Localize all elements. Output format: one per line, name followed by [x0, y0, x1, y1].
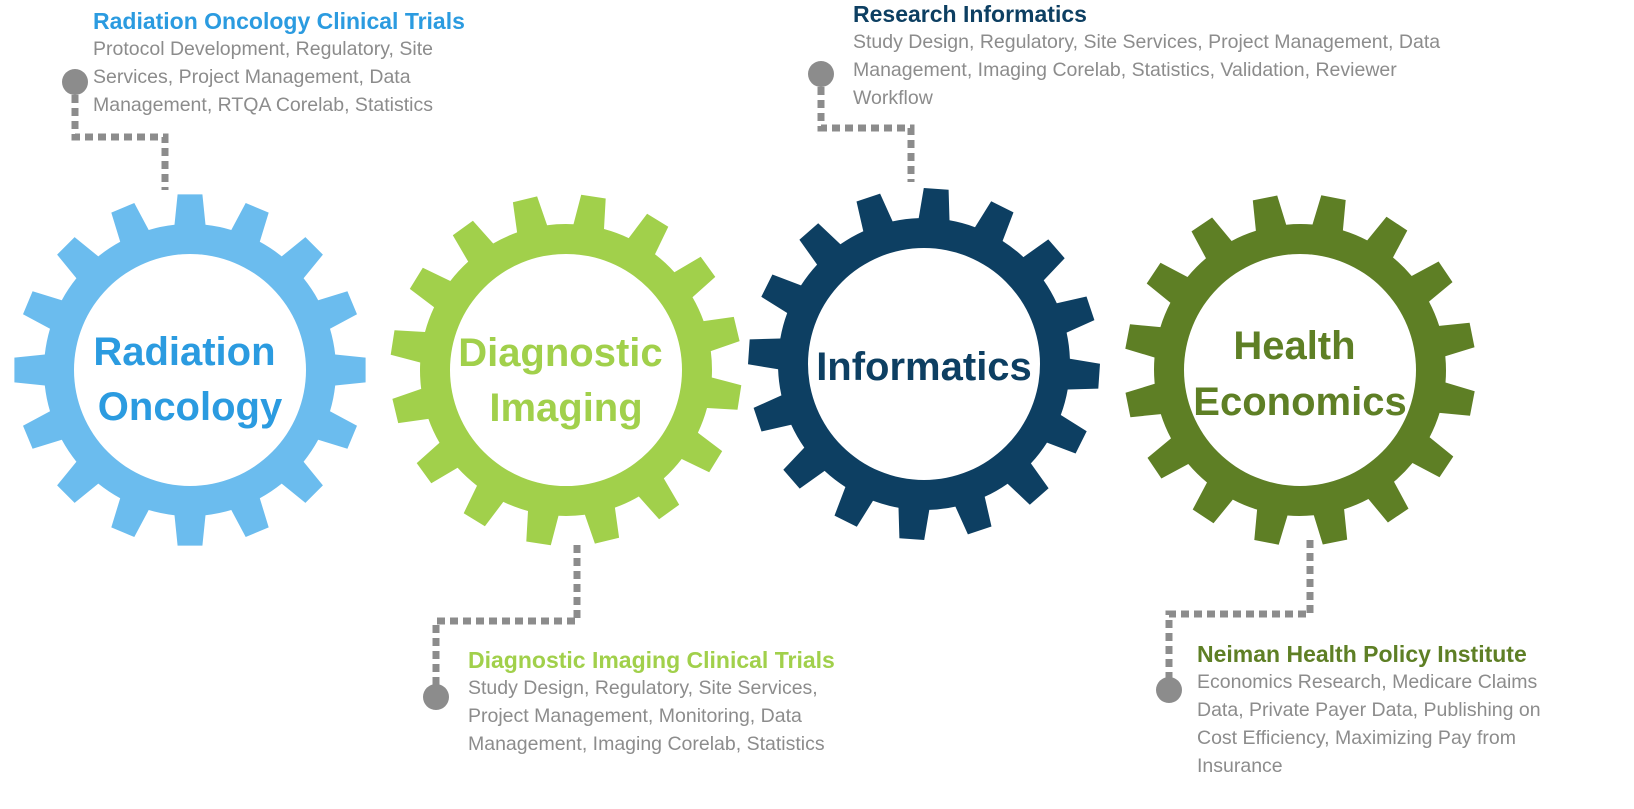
connector-dot-informatics	[808, 61, 834, 87]
gear-radiation-shape	[14, 194, 366, 546]
connector-diagnostic	[423, 545, 581, 710]
connector-dot-diagnostic	[423, 684, 449, 710]
callout-diagnostic-body: Study Design, Regulatory, Site Services,…	[468, 677, 825, 755]
callout-informatics-body: Study Design, Regulatory, Site Services,…	[853, 31, 1441, 109]
callout-informatics-title: Research Informatics	[853, 1, 1087, 27]
gear-economics: Health Economics	[1125, 195, 1475, 545]
callout-radiation-title: Radiation Oncology Clinical Trials	[93, 8, 465, 34]
callout-radiation: Radiation Oncology Clinical Trials Proto…	[93, 7, 478, 119]
connector-dot-radiation	[62, 69, 88, 95]
callout-economics-title: Neiman Health Policy Institute	[1197, 641, 1527, 667]
gear-diagnostic: Diagnostic Imaging	[390, 194, 742, 546]
connector-economics	[1156, 540, 1314, 703]
connector-radiation	[62, 69, 169, 190]
gear-informatics-label: Informatics	[816, 345, 1032, 389]
gear-diagnostic-label: Diagnostic Imaging	[458, 331, 674, 430]
gear-economics-shape	[1125, 195, 1475, 545]
callout-radiation-body: Protocol Development, Regulatory, Site S…	[93, 38, 433, 116]
gear-economics-label: Health Economics	[1193, 324, 1406, 424]
gear-informatics: Informatics	[748, 188, 1100, 540]
connector-informatics	[808, 61, 915, 182]
callout-diagnostic-title: Diagnostic Imaging Clinical Trials	[468, 647, 835, 673]
gear-radiation: Radiation Oncology	[14, 194, 366, 546]
gear-radiation-label: Radiation Oncology	[93, 330, 286, 429]
callout-economics-body: Economics Research, Medicare Claims Data…	[1197, 671, 1541, 777]
gear-diagnostic-shape	[390, 194, 742, 546]
callout-diagnostic: Diagnostic Imaging Clinical Trials Study…	[468, 646, 868, 758]
connector-dot-economics	[1156, 677, 1182, 703]
callout-economics: Neiman Health Policy Institute Economics…	[1197, 640, 1577, 780]
gear-informatics-shape	[748, 188, 1100, 540]
callout-informatics: Research Informatics Study Design, Regul…	[853, 0, 1453, 112]
